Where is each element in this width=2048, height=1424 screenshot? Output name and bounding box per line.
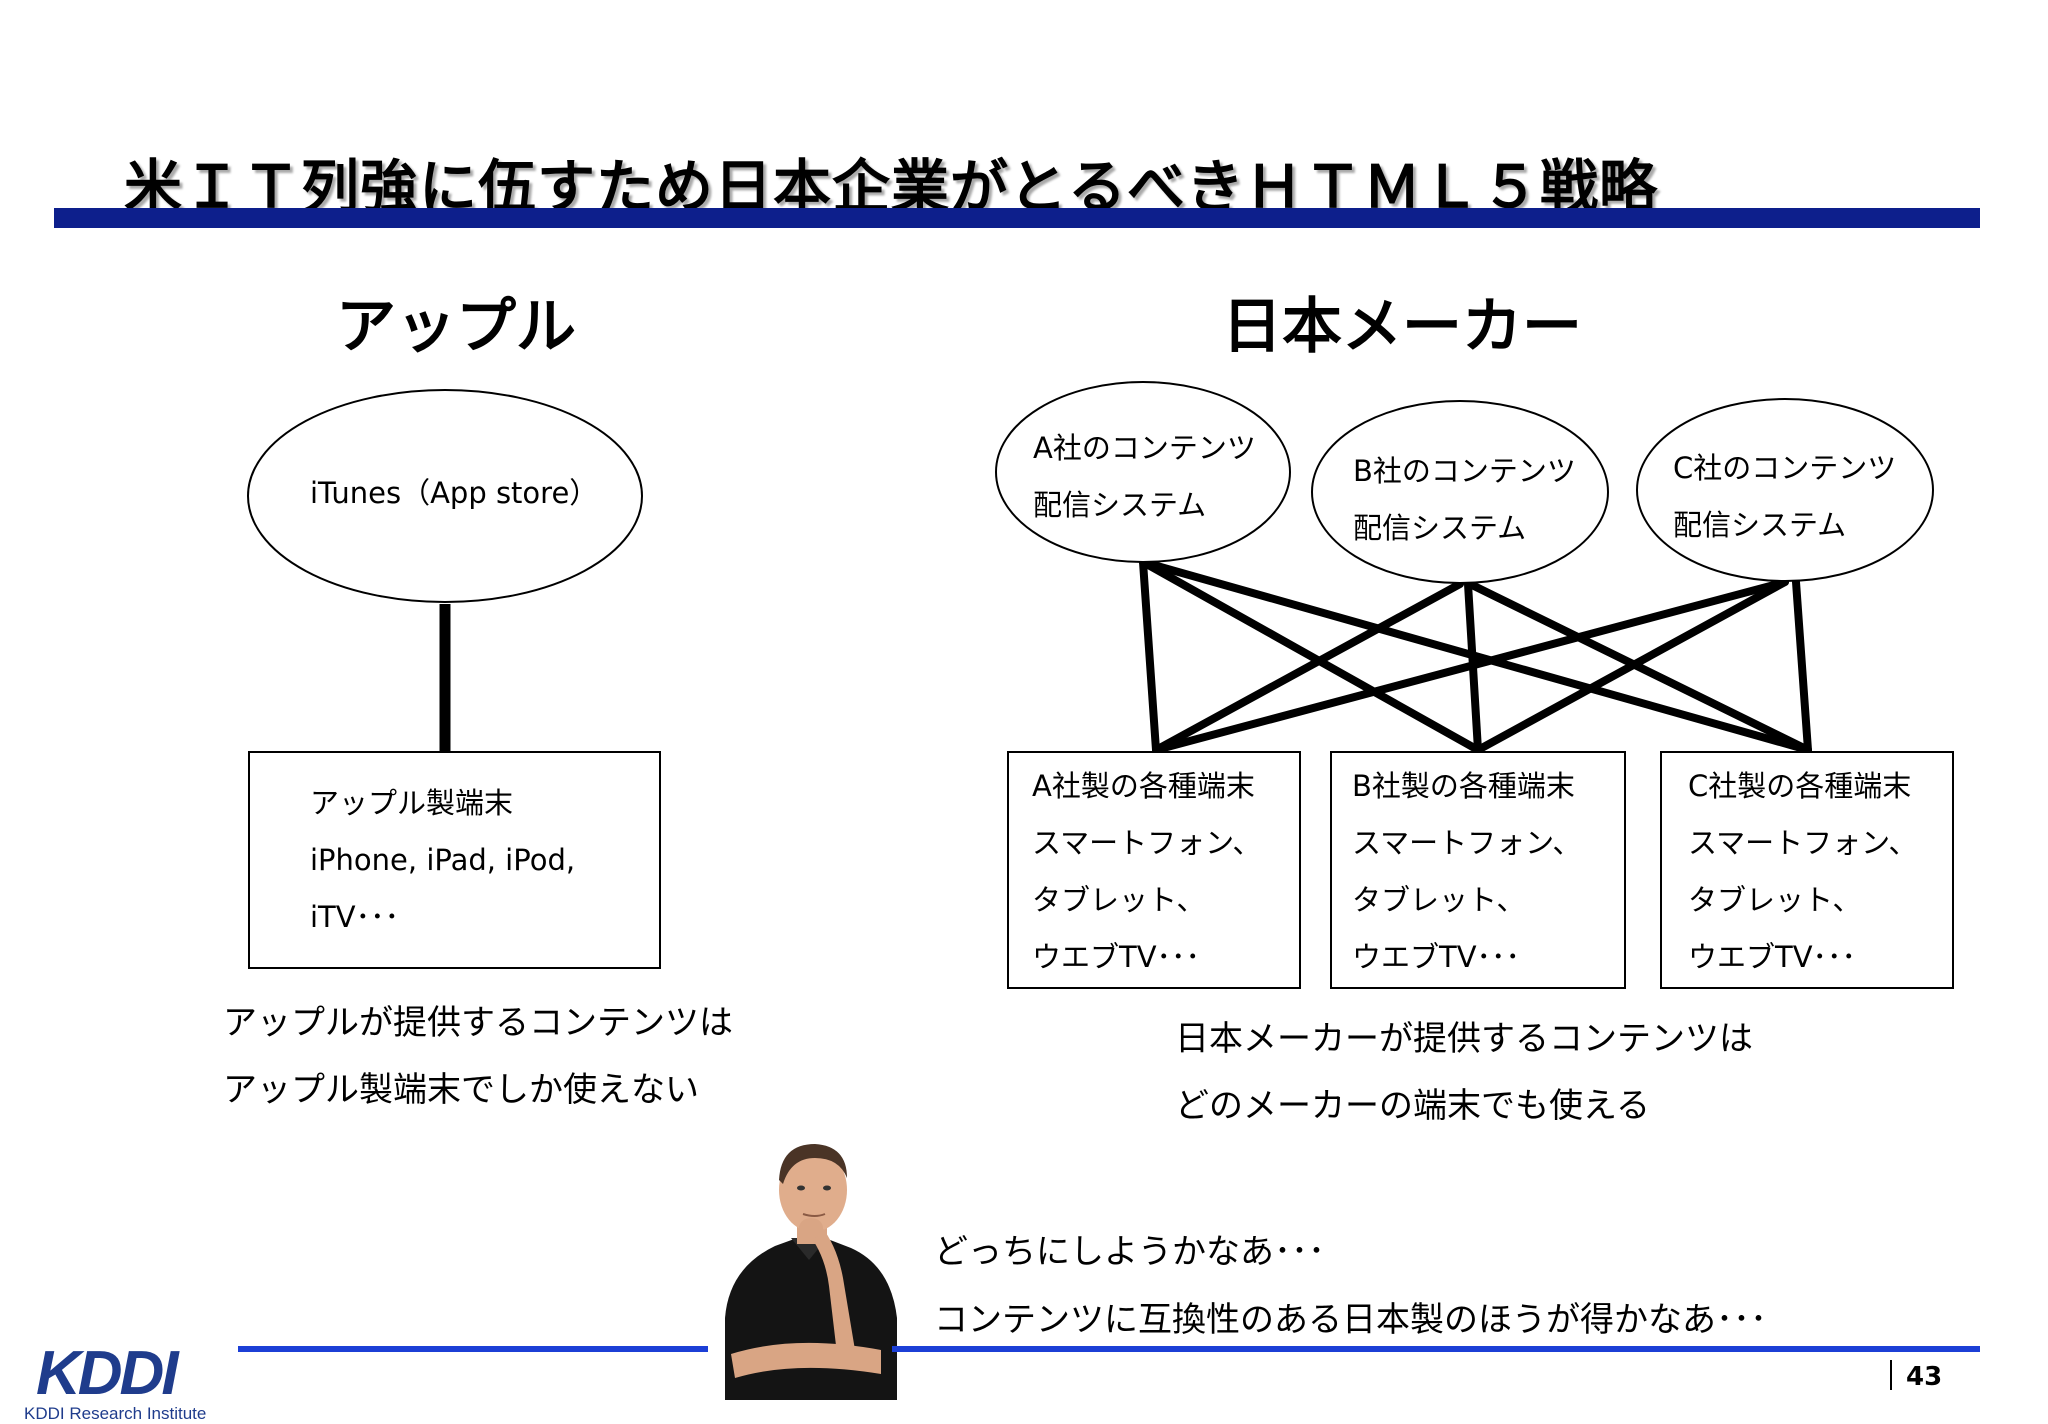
title-underline-bar xyxy=(54,208,1980,228)
apple-service-label: iTunes（App store） xyxy=(310,476,599,510)
device-b-line4: ウエブTV･･･ xyxy=(1352,940,1521,974)
thought-line1: どっちにしようかなあ･･･ xyxy=(934,1232,1325,1272)
japan-caption-line2: どのメーカーの端末でも使える xyxy=(1175,1086,1650,1126)
logo-subtitle: KDDI Research Institute xyxy=(24,1404,207,1423)
device-b-line2: スマートフォン、 xyxy=(1352,826,1582,860)
service-b-line1: B社のコンテンツ xyxy=(1353,454,1576,488)
device-c-line2: スマートフォン、 xyxy=(1688,826,1918,860)
device-c-line1: C社製の各種端末 xyxy=(1688,769,1912,803)
device-c-line3: タブレット、 xyxy=(1688,883,1862,917)
device-a-line1: A社製の各種端末 xyxy=(1032,769,1255,803)
thought-line2: コンテンツに互換性のある日本製のほうが得かなあ･･･ xyxy=(934,1300,1767,1340)
service-a-line2: 配信システム xyxy=(1033,488,1207,522)
page-number: 43 xyxy=(1906,1362,1943,1392)
device-node-c xyxy=(1660,751,1954,989)
japan-caption-line1: 日本メーカーが提供するコンテンツは xyxy=(1175,1019,1753,1059)
apple-heading: アップル xyxy=(336,292,576,362)
apple-device-line1: アップル製端末 xyxy=(310,786,514,820)
footer-line-left xyxy=(238,1346,708,1352)
apple-device-node xyxy=(248,751,661,969)
connector-c-a xyxy=(1152,578,1789,754)
apple-device-line2: iPhone, iPad, iPod, xyxy=(310,843,576,877)
connector-c-c xyxy=(1792,578,1812,754)
device-b-line1: B社製の各種端末 xyxy=(1352,769,1575,803)
connector-c-b xyxy=(1474,578,1789,754)
device-node-b xyxy=(1330,751,1626,989)
connector-a-a xyxy=(1139,558,1160,754)
device-a-line3: タブレット、 xyxy=(1032,883,1206,917)
connector-a-b xyxy=(1139,558,1482,754)
footer-line-right xyxy=(892,1346,1980,1352)
device-a-line2: スマートフォン、 xyxy=(1032,826,1262,860)
device-b-line3: タブレット、 xyxy=(1352,883,1526,917)
connector-b-a xyxy=(1152,580,1464,754)
apple-device-line3: iTV･･･ xyxy=(310,900,400,934)
japan-connectors xyxy=(1139,558,1812,754)
thinking-person-image xyxy=(725,1144,897,1400)
service-node-c xyxy=(1636,398,1934,582)
service-c-line1: C社のコンテンツ xyxy=(1673,451,1897,485)
apple-service-node xyxy=(247,389,643,603)
apple-caption-line1: アップルが提供するコンテンツは xyxy=(223,1003,733,1043)
service-node-a xyxy=(995,381,1291,563)
connector-b-c xyxy=(1466,580,1812,754)
kddi-logo: KDDI xyxy=(36,1340,183,1404)
japan-heading: 日本メーカー xyxy=(1222,292,1582,362)
apple-caption-line2: アップル製端末でしか使えない xyxy=(223,1070,699,1110)
device-a-line4: ウエブTV･･･ xyxy=(1032,940,1201,974)
service-b-line2: 配信システム xyxy=(1353,511,1527,545)
logo-text: KDDI xyxy=(36,1340,180,1404)
service-node-b xyxy=(1311,400,1609,584)
device-c-line4: ウエブTV･･･ xyxy=(1688,940,1857,974)
thought-text: どっちにしようかなあ･･･ コンテンツに互換性のある日本製のほうが得かなあ･･･ xyxy=(934,1218,1767,1354)
device-node-a xyxy=(1007,751,1301,989)
service-c-line2: 配信システム xyxy=(1673,508,1847,542)
page-number-separator xyxy=(1890,1360,1892,1390)
service-a-line1: A社のコンテンツ xyxy=(1033,431,1256,465)
